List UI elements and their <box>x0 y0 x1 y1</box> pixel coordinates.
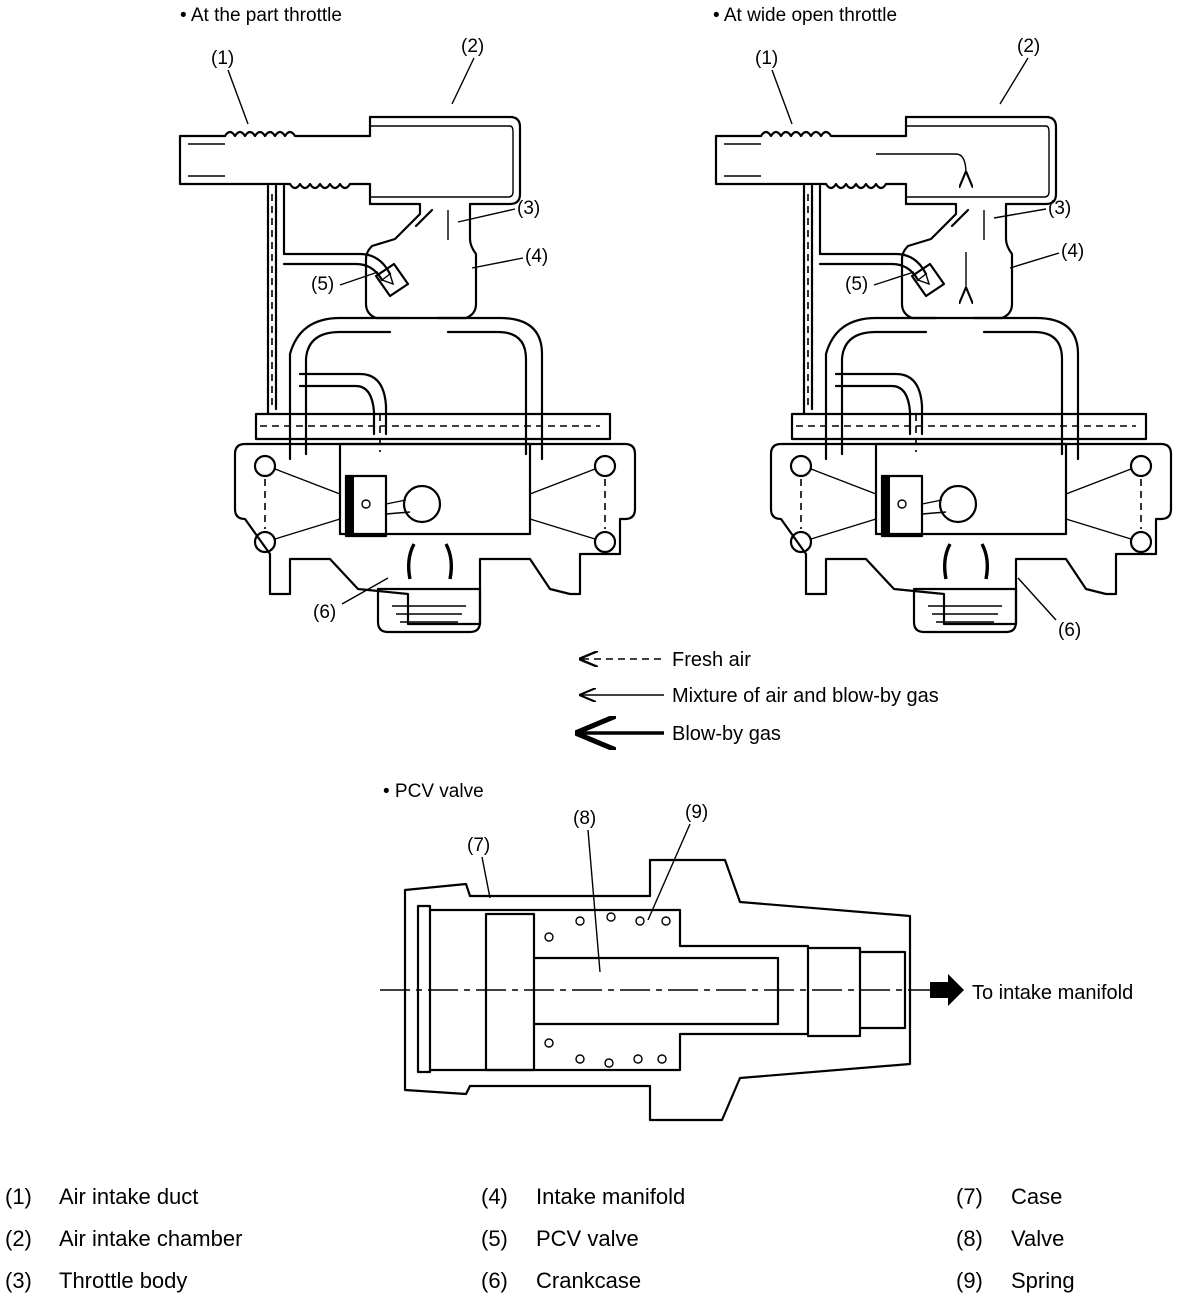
key-name-5: PCV valve <box>536 1226 639 1251</box>
outlet-arrow-icon <box>930 974 964 1006</box>
callout-2-left: (2) <box>461 36 484 57</box>
key-num-3: (3) <box>5 1268 32 1293</box>
key-name-1: Air intake duct <box>59 1184 198 1209</box>
callout-3-left: (3) <box>517 198 540 219</box>
key-num-5: (5) <box>481 1226 508 1251</box>
legend-mixture: Mixture of air and blow-by gas <box>672 685 939 707</box>
key-num-8: (8) <box>956 1226 983 1251</box>
key-name-7: Case <box>1011 1184 1062 1209</box>
callout-3-right: (3) <box>1048 198 1071 219</box>
subtitle-pcv-valve: • PCV valve <box>383 781 484 802</box>
callout-7: (7) <box>467 835 490 856</box>
key-num-1: (1) <box>5 1184 32 1209</box>
key-num-4: (4) <box>481 1184 508 1209</box>
key-name-2: Air intake chamber <box>59 1226 242 1251</box>
legend-blow-by: Blow-by gas <box>672 723 781 745</box>
part-throttle-engine-drawing <box>178 115 637 634</box>
subtitle-part-throttle: • At the part throttle <box>180 5 342 26</box>
legend-fresh-air: Fresh air <box>672 649 751 671</box>
wide-open-throttle-engine-drawing <box>714 115 1173 634</box>
key-num-9: (9) <box>956 1268 983 1293</box>
pcv-valve-cross-section: To intake manifold <box>380 858 1133 1122</box>
callout-5-left: (5) <box>311 274 334 295</box>
callout-4-left: (4) <box>525 246 548 267</box>
callout-1-left: (1) <box>211 48 234 69</box>
parts-key: (1) Air intake duct (2) Air intake chamb… <box>5 1184 1075 1293</box>
spring-coils <box>544 912 671 1068</box>
subtitle-wide-open-throttle: • At wide open throttle <box>713 5 897 26</box>
callout-6-right: (6) <box>1058 620 1081 641</box>
key-name-4: Intake manifold <box>536 1184 685 1209</box>
key-num-2: (2) <box>5 1226 32 1251</box>
callout-8: (8) <box>573 808 596 829</box>
key-name-9: Spring <box>1011 1268 1075 1293</box>
arrow-legend: Fresh air Mixture of air and blow-by gas… <box>582 649 939 745</box>
callout-6-left: (6) <box>313 602 336 623</box>
callout-1-right: (1) <box>755 48 778 69</box>
key-name-8: Valve <box>1011 1226 1064 1251</box>
key-name-3: Throttle body <box>59 1268 187 1293</box>
key-name-6: Crankcase <box>536 1268 641 1293</box>
key-num-7: (7) <box>956 1184 983 1209</box>
key-num-6: (6) <box>481 1268 508 1293</box>
callout-4-right: (4) <box>1061 241 1084 262</box>
to-intake-manifold-label: To intake manifold <box>972 982 1133 1004</box>
callout-5-right: (5) <box>845 274 868 295</box>
callout-9: (9) <box>685 802 708 823</box>
callout-2-right: (2) <box>1017 36 1040 57</box>
